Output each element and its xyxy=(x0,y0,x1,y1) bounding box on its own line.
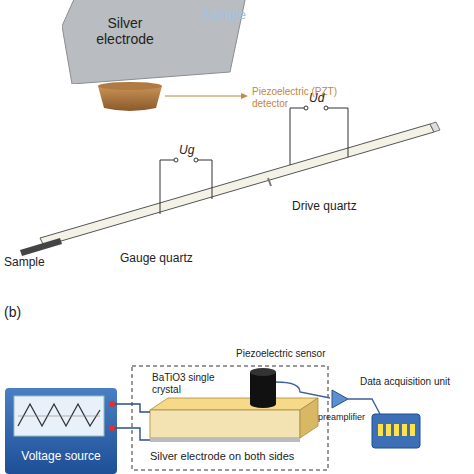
text-label: Silver electrode on both sides xyxy=(150,450,294,463)
terminal xyxy=(304,106,308,110)
preamplifier-symbol xyxy=(332,390,348,408)
crystal-front xyxy=(150,410,300,438)
waveform-screen xyxy=(14,396,104,436)
slab-shape xyxy=(62,0,248,84)
text-label: Drive quartz xyxy=(292,200,357,214)
sample-rod xyxy=(20,238,62,256)
arrow-head xyxy=(241,93,248,99)
sample-bar xyxy=(40,124,434,246)
daq-led xyxy=(394,424,399,436)
text-label: Data acquisition unit xyxy=(360,376,450,388)
wire xyxy=(276,382,330,398)
text-label: preamplifier xyxy=(318,412,365,422)
dashed-enclosure xyxy=(132,366,328,470)
text-label: Sample xyxy=(4,256,45,270)
axis xyxy=(18,416,100,417)
daq-led xyxy=(386,424,391,436)
triangle-wave xyxy=(18,404,100,426)
bar-end xyxy=(430,122,440,132)
text-label: Piezoelectric sensor xyxy=(236,348,325,360)
terminal xyxy=(174,158,178,162)
sensor-top xyxy=(250,368,276,376)
text-label: BaTiO3 single crystal xyxy=(152,372,242,395)
wire xyxy=(115,428,150,440)
terminal xyxy=(324,106,328,110)
text-label: Ud xyxy=(309,92,324,106)
wire xyxy=(196,160,212,199)
piezo-sensor xyxy=(250,372,276,404)
terminal xyxy=(109,425,115,431)
terminal xyxy=(194,158,198,162)
text-label: Ug xyxy=(179,144,194,158)
crystal-side xyxy=(300,398,318,438)
node-text: Silver electrode xyxy=(90,15,160,47)
terminal xyxy=(109,401,115,407)
wire xyxy=(160,160,176,214)
voltage-source-body xyxy=(5,388,117,474)
text-label: (b) xyxy=(4,304,21,320)
daq-led xyxy=(402,424,407,436)
daq-unit xyxy=(372,414,420,448)
wire xyxy=(115,404,150,412)
source-label-box: Voltage source xyxy=(5,440,117,474)
text-label: Gauge quartz xyxy=(120,252,193,266)
node-text: Voltage source xyxy=(8,450,114,464)
leader-line xyxy=(165,96,244,97)
wire xyxy=(326,108,348,157)
daq-led xyxy=(410,424,415,436)
crystal-top xyxy=(150,398,318,410)
daq-led xyxy=(378,424,383,436)
bar-joint xyxy=(268,178,271,186)
wire xyxy=(348,399,380,414)
sensor-base xyxy=(250,400,276,408)
wire xyxy=(290,108,306,165)
silver-electrode xyxy=(150,438,300,442)
text-label: Sample xyxy=(202,8,246,23)
pzt-top xyxy=(98,82,162,90)
